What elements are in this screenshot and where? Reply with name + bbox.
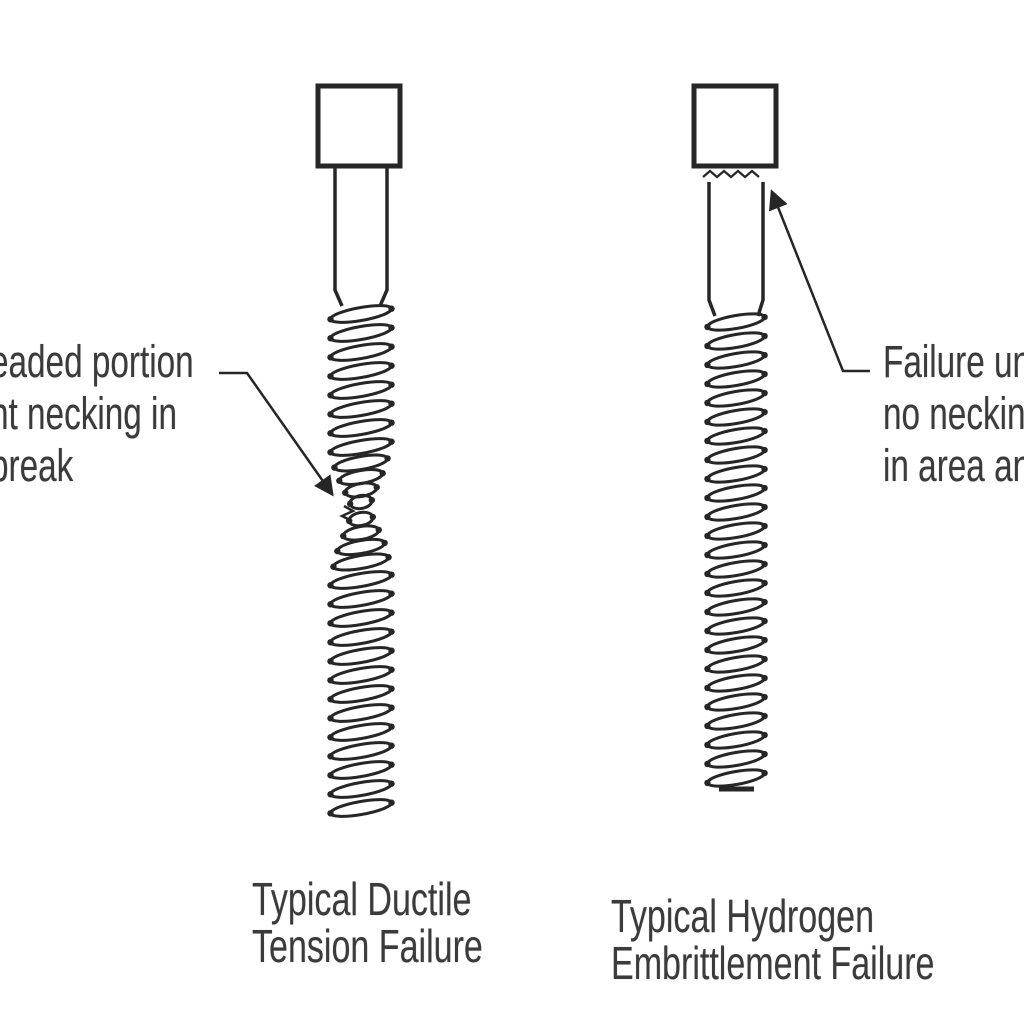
left-figure-caption: Typical Ductile Tension Failure bbox=[252, 876, 564, 970]
caption-text-line: Typical Hydrogen bbox=[611, 890, 875, 942]
ductile-failure-bolt-drawing bbox=[315, 83, 403, 818]
hydrogen-failure-bolt-drawing bbox=[691, 83, 779, 792]
right-bolt-annotation: Failure un no neckin in area an bbox=[883, 336, 1024, 492]
caption-text-line: Typical Ductile bbox=[252, 873, 472, 925]
leader-arrows bbox=[219, 189, 870, 497]
left-bolt-annotation: eaded portion nt necking in break bbox=[0, 336, 265, 492]
annotation-text-line: no neckin bbox=[883, 388, 1024, 439]
annotation-text-line: nt necking in bbox=[0, 388, 177, 439]
annotation-text-line: eaded portion bbox=[0, 336, 194, 387]
right-leader-arrow bbox=[768, 189, 870, 373]
caption-text-line: Tension Failure bbox=[252, 920, 483, 972]
annotation-text-line: in area an bbox=[883, 440, 1024, 491]
annotation-text-line: break bbox=[0, 440, 74, 491]
caption-text-line: Embrittlement Failure bbox=[611, 937, 935, 989]
left-leader-arrow bbox=[219, 371, 334, 497]
annotation-text-line: Failure un bbox=[883, 336, 1024, 387]
right-figure-caption: Typical Hydrogen Embrittlement Failure bbox=[611, 893, 1024, 987]
